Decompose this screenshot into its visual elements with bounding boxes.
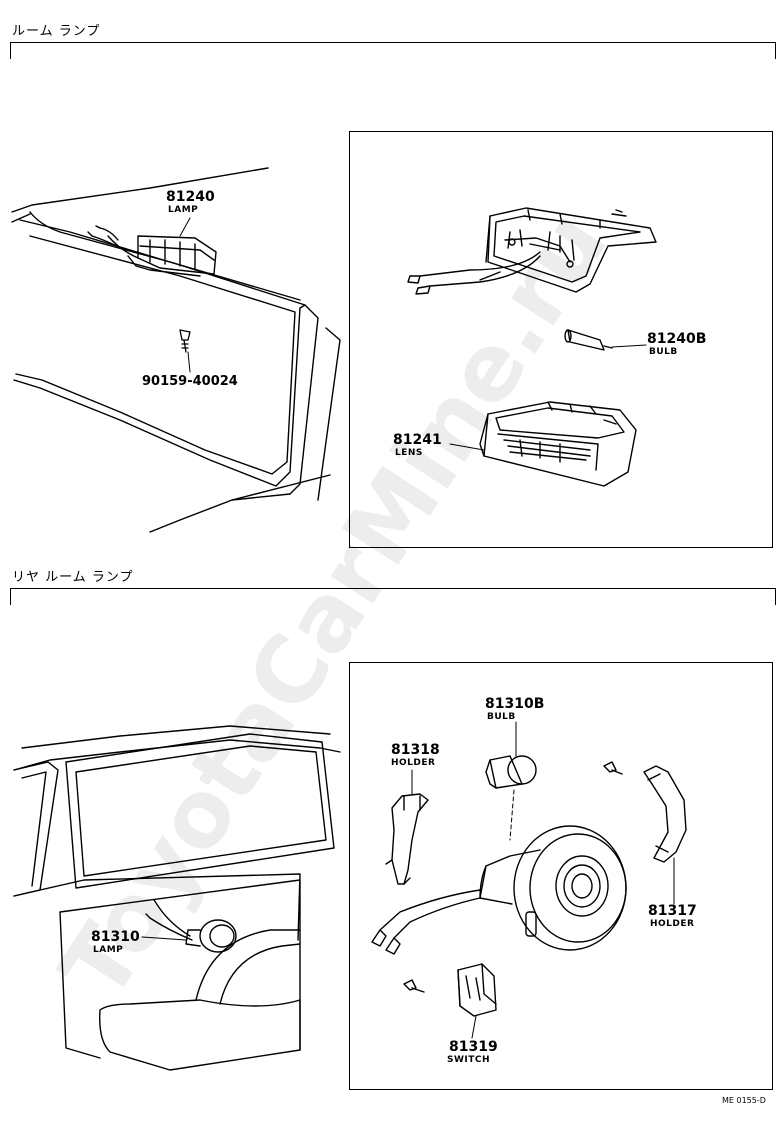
room-lamp-installed	[87, 225, 217, 277]
rear-lamp-installed	[141, 899, 237, 953]
holder-81317	[643, 765, 687, 905]
detail-box-rear-room-lamp	[349, 662, 773, 1090]
screw-bottom	[403, 979, 425, 993]
part-name-lamp-2: LAMP	[93, 945, 124, 955]
part-number-81241: 81241	[393, 432, 442, 448]
detail-box-room-lamp	[349, 131, 773, 548]
bulb-81310b	[485, 721, 537, 841]
rear-window-illustration	[13, 725, 341, 1071]
part-number-81310b: 81310B	[485, 696, 545, 712]
part-name-bulb-2: BULB	[487, 712, 516, 722]
part-name-holder: HOLDER	[391, 758, 436, 768]
lamp-housing-81240	[407, 207, 657, 295]
part-name-lens: LENS	[395, 448, 423, 458]
section-title-rear-room-lamp: リヤ ルーム ランプ	[12, 570, 134, 585]
lens-81241	[449, 401, 637, 487]
part-number-81240b: 81240B	[647, 331, 707, 347]
screw-90159	[179, 329, 191, 373]
part-number-81240: 81240	[166, 189, 215, 205]
part-number-90159-40024: 90159-40024	[142, 374, 238, 389]
part-number-81318: 81318	[391, 742, 440, 758]
section-frame-top-2	[10, 588, 776, 605]
part-number-81317: 81317	[648, 903, 697, 919]
section-frame-top	[10, 42, 776, 59]
rear-lamp-81310	[371, 825, 627, 955]
part-number-81319: 81319	[449, 1039, 498, 1055]
screw-top	[603, 761, 623, 775]
part-name-bulb: BULB	[649, 347, 678, 357]
windshield-illustration	[11, 167, 341, 533]
part-name-lamp: LAMP	[168, 205, 199, 215]
holder-81318	[385, 769, 429, 885]
bulb-81240b	[564, 329, 647, 351]
part-name-switch: SWITCH	[447, 1055, 491, 1065]
part-name-holder-2: HOLDER	[650, 919, 695, 929]
section-title-room-lamp: ルーム ランプ	[12, 24, 101, 39]
part-number-81310: 81310	[91, 929, 140, 945]
drawing-code: ME 0155-D	[722, 1096, 766, 1105]
switch-81319	[457, 963, 497, 1039]
